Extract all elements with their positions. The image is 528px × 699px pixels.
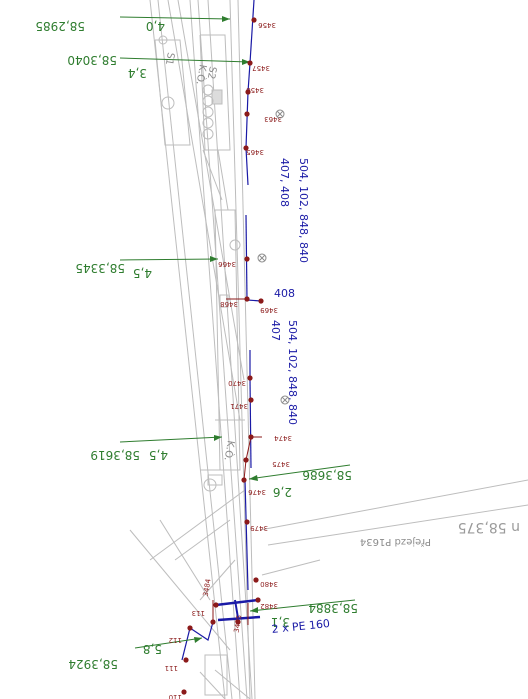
- survey-point: 3484: [202, 578, 219, 608]
- chainage-callout: 58,3040 3,4: [67, 53, 251, 80]
- survey-point: 3470: [228, 375, 253, 387]
- point-label: 3469: [260, 306, 278, 314]
- point-label: 3475: [272, 460, 290, 468]
- cable-label-b1: 504, 102, 848, 840: [286, 320, 299, 425]
- cable-labels: 504, 102, 848, 840 407, 408 408 504, 102…: [269, 158, 331, 636]
- survey-point: 3465: [243, 145, 264, 156]
- chainage-km: 58,3924: [68, 657, 118, 671]
- cable-label-b2: 407: [269, 320, 282, 341]
- point-label: 111: [165, 664, 178, 672]
- survey-point: 3476: [241, 477, 266, 496]
- point-label: 3479: [250, 524, 268, 532]
- point-label: 3480: [260, 580, 278, 588]
- point-label: 3463: [264, 115, 282, 123]
- point-label: 3466: [218, 260, 236, 268]
- signal-label-s1: S1: [163, 51, 176, 65]
- point-label: 3474: [274, 434, 292, 442]
- ko-label-top: K.Ò.: [194, 63, 210, 85]
- track-chainage-label: n 58,375: [458, 519, 520, 535]
- chainage-callout: 58,2985 4,0: [35, 16, 231, 33]
- railway-geometry: [129, 0, 528, 699]
- chainage-offset: 4,0: [146, 19, 165, 33]
- survey-point: 3480: [253, 577, 278, 588]
- point-label: 110: [169, 693, 182, 699]
- survey-point: 3469: [258, 298, 278, 314]
- signal-label-s2: S2: [205, 65, 218, 79]
- chainage-offset: 5,8: [143, 642, 162, 656]
- point-label: 3465: [246, 148, 264, 156]
- point-label: 3471: [230, 402, 248, 410]
- point-label: 3456: [258, 21, 276, 29]
- survey-point: 3463: [244, 111, 282, 123]
- chainage-callouts: 58,2985 4,0 58,3040 3,4 58,3345 4,5 58,3…: [35, 16, 358, 671]
- survey-point: 3475: [243, 457, 290, 468]
- point-label: 3484: [202, 578, 213, 597]
- point-label: 3458: [246, 86, 264, 94]
- cable-route: [181, 0, 262, 661]
- marker-symbols: [257, 109, 290, 405]
- chainage-offset: 3,4: [128, 66, 147, 80]
- cable-route-red: [212, 298, 262, 625]
- level-crossing-label: Přejezd P1634: [360, 536, 431, 548]
- chainage-offset: 3,1: [271, 615, 290, 629]
- survey-point: 3466: [218, 256, 250, 268]
- chainage-km: 58,3686: [302, 468, 352, 482]
- point-label: 113: [192, 609, 205, 617]
- survey-point: 3456: [251, 17, 276, 29]
- point-label: 3482: [260, 602, 278, 610]
- survey-point: 3471: [230, 397, 254, 410]
- chainage-callout: 58,3619 4,5: [90, 435, 223, 462]
- chainage-callout: 58,3345 4,5: [75, 256, 219, 280]
- chainage-offset: 4,5: [133, 266, 152, 280]
- chainage-callout: 58,3924 5,8: [68, 637, 203, 671]
- chainage-callout: 58,3884 3,1: [249, 599, 358, 629]
- survey-point: 3485: [233, 614, 244, 633]
- survey-point: 3458: [245, 86, 264, 95]
- pipe-label: 2 x PE 160: [271, 617, 331, 636]
- chainage-callout: 58,3686 2,6: [248, 464, 352, 499]
- cable-label-a2: 407, 408: [278, 158, 291, 207]
- track-labels: S1 S2 K.Ò. K.Ò. n 58,375 Přejezd P1634: [163, 51, 520, 548]
- cable-label-a1: 504, 102, 848, 840: [297, 158, 310, 263]
- chainage-km: 58,3345: [75, 261, 125, 275]
- survey-point: 3482: [255, 597, 278, 610]
- cable-label-b0: 408: [274, 287, 295, 300]
- chainage-offset: 2,6: [273, 485, 292, 499]
- chainage-km: 58,3040: [67, 53, 117, 67]
- point-label: 3470: [228, 379, 246, 387]
- point-label: 3476: [248, 488, 266, 496]
- survey-point: 3457: [247, 60, 270, 72]
- point-label: 112: [169, 636, 182, 644]
- chainage-offset: 4,5: [149, 448, 168, 462]
- survey-point: 3468: [220, 296, 250, 308]
- survey-points: 3456 3457 3458 3463 3465 3466 3468 3469 …: [165, 17, 292, 699]
- chainage-km: 58,3619: [90, 448, 140, 462]
- survey-point: 111: [165, 657, 189, 672]
- point-label: 3457: [252, 64, 270, 72]
- survey-point: 3479: [244, 519, 268, 532]
- survey-point: 110: [169, 689, 187, 699]
- survey-point: 112: [169, 625, 193, 644]
- point-label: 3468: [220, 300, 238, 308]
- survey-point: 3474: [248, 434, 292, 442]
- survey-point: 113: [192, 609, 216, 625]
- point-label: 3485: [233, 614, 244, 633]
- chainage-km: 58,3884: [308, 601, 358, 615]
- ko-label-mid: K.Ò.: [222, 439, 238, 461]
- chainage-km: 58,2985: [35, 19, 85, 33]
